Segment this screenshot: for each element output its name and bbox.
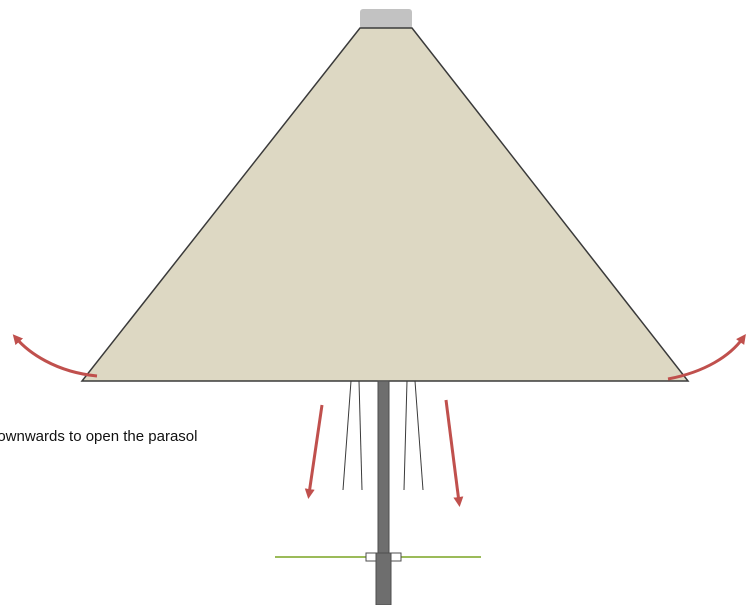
rib-right-inner xyxy=(404,381,407,490)
curved-arrow-icon xyxy=(16,338,97,376)
finial-cap xyxy=(360,9,412,29)
rib-left-inner xyxy=(359,381,362,490)
arrow-down-icon xyxy=(309,405,322,494)
parasol-canopy xyxy=(82,28,688,381)
rib-right-outer xyxy=(415,381,423,490)
rib-left-outer xyxy=(343,381,351,490)
base-pole-segment xyxy=(376,553,391,605)
instruction-caption: lownwards to open the parasol xyxy=(0,428,197,445)
arrow-down-icon xyxy=(446,400,459,502)
